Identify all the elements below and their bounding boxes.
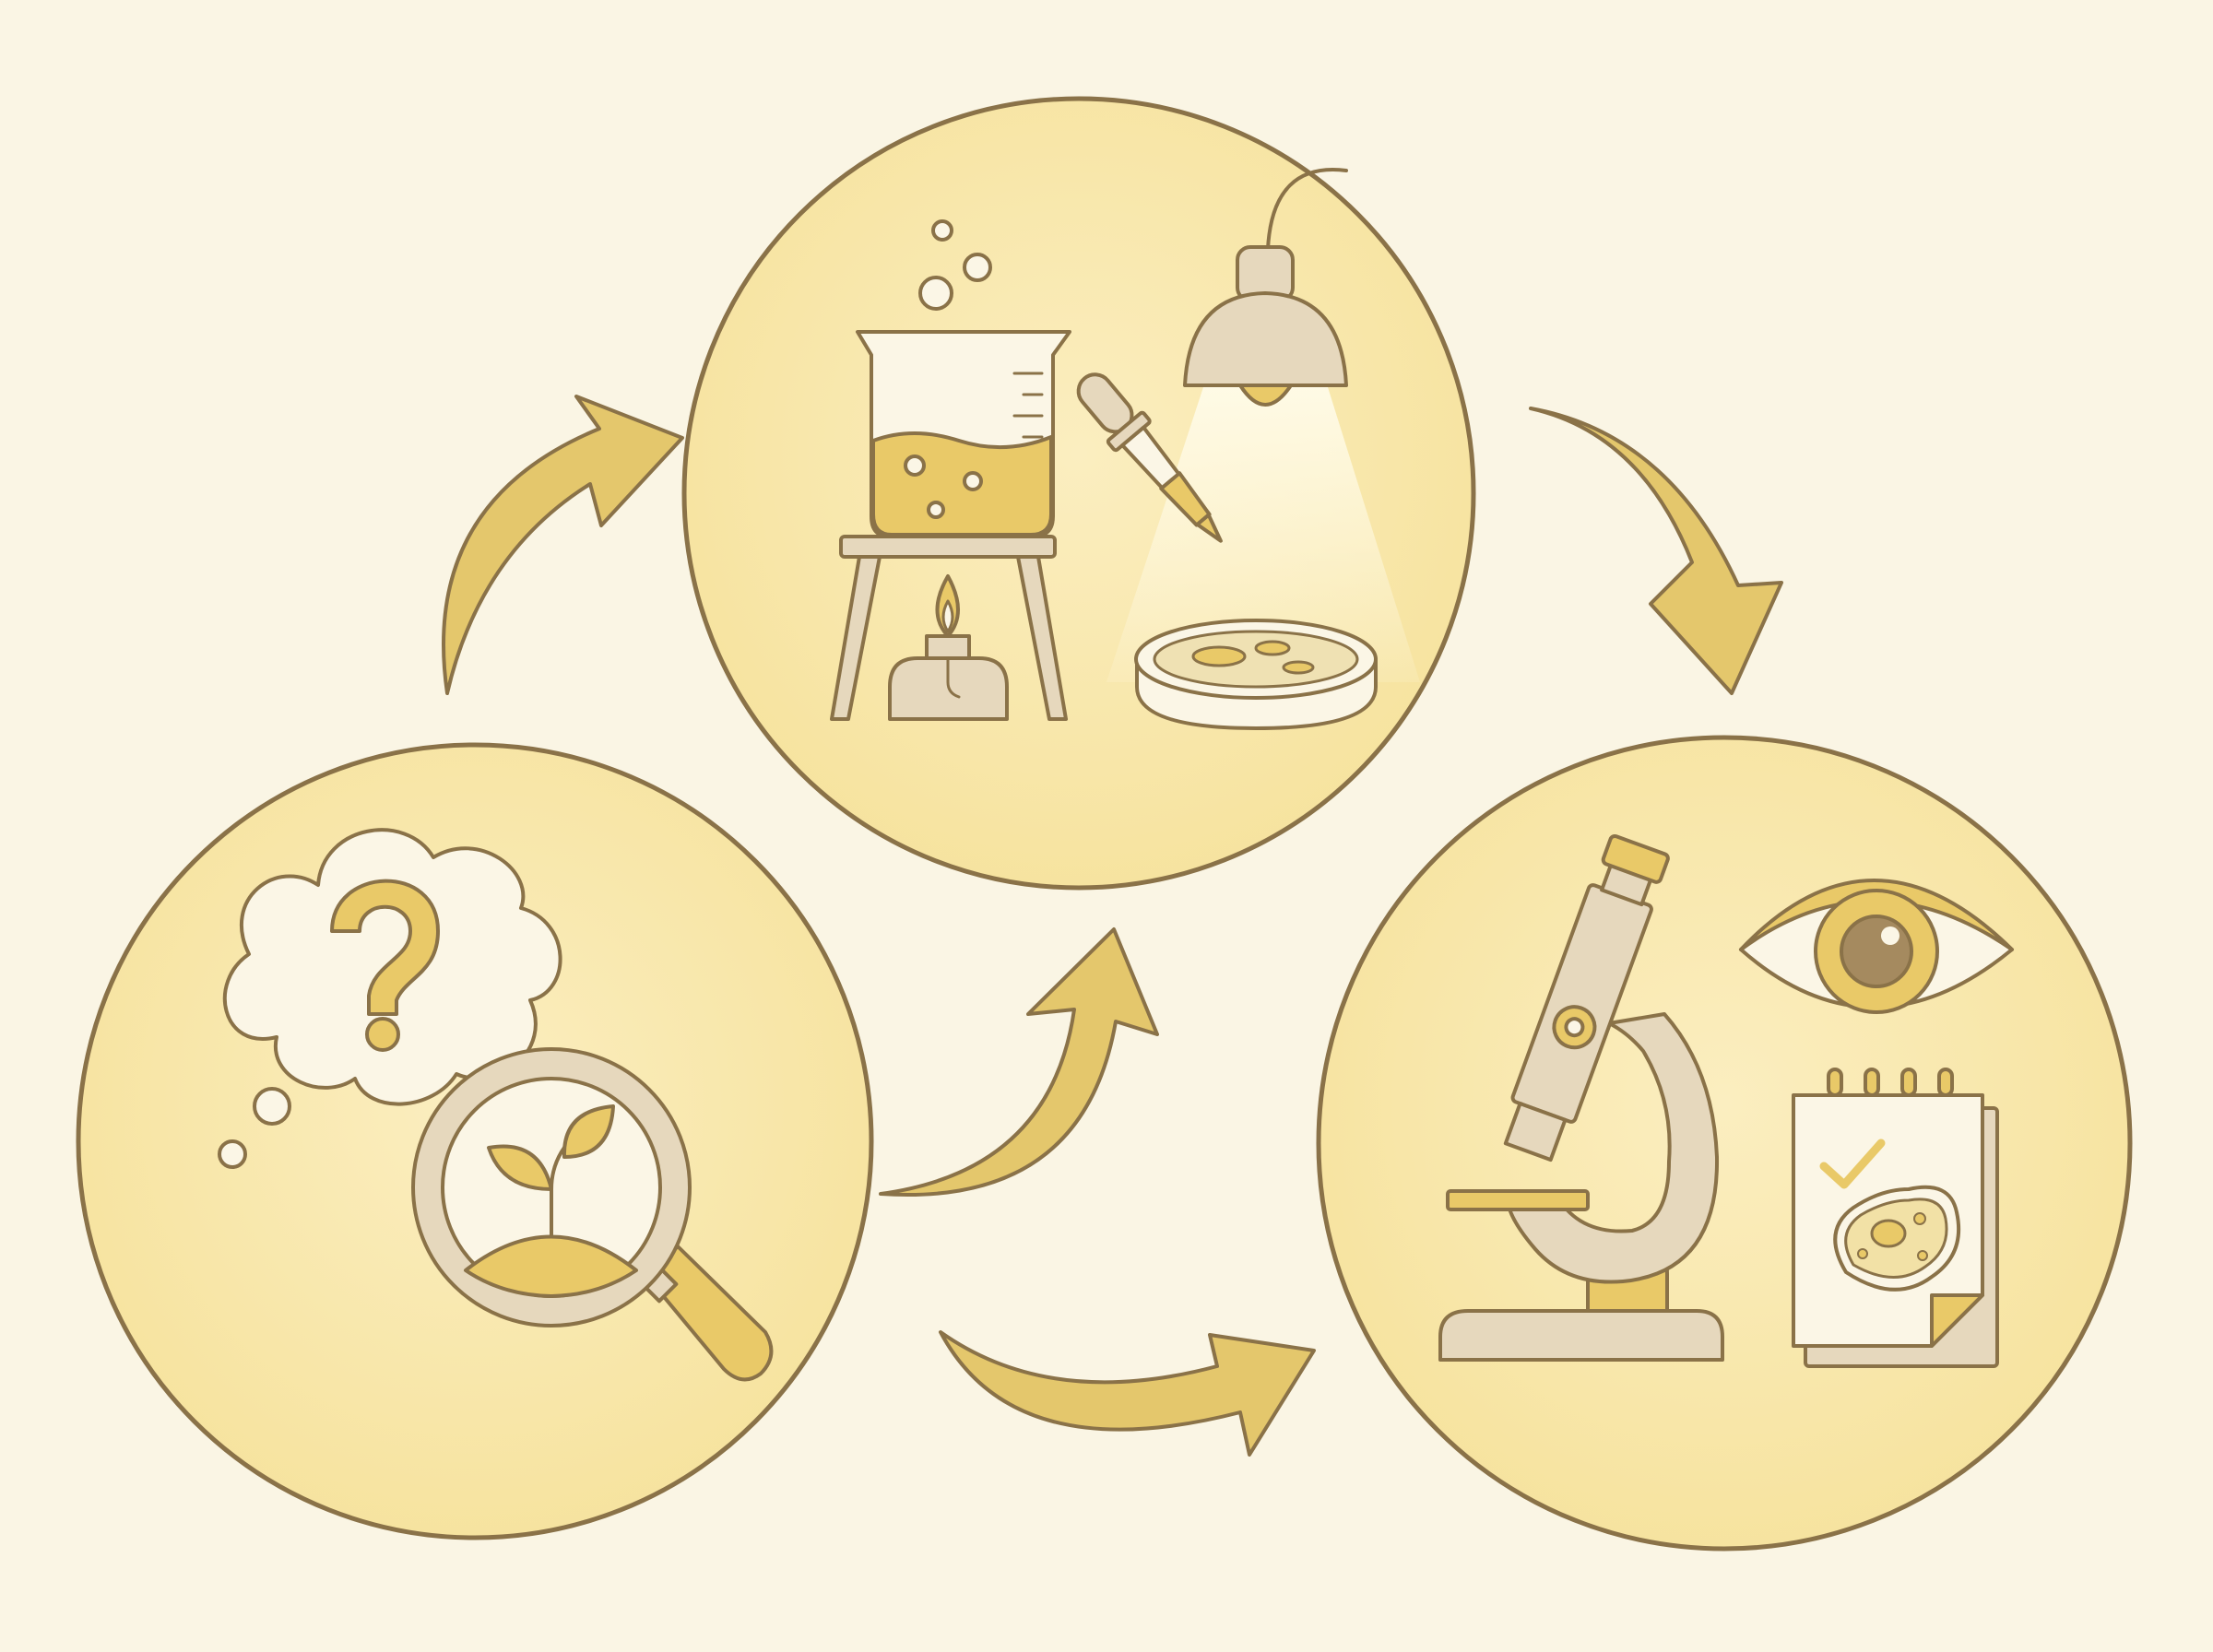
stage-question-icons xyxy=(218,828,774,1382)
petri-dish-icon xyxy=(1134,619,1378,730)
stage-observe-icons xyxy=(1438,833,2014,1368)
arrow-question-to-experiment xyxy=(442,395,684,695)
seedling-icon xyxy=(464,1104,638,1298)
arrow-experiment-to-observe xyxy=(1529,407,1783,695)
question-mark-icon xyxy=(330,879,440,1052)
arrow-question-to-experiment-lower xyxy=(879,927,1159,1197)
lamp-icon xyxy=(1183,168,1348,407)
dropper-icon xyxy=(1076,372,1223,543)
checkmark-icon xyxy=(1819,1139,1886,1189)
cell-icon xyxy=(1833,1185,1961,1292)
eye-icon xyxy=(1739,879,2014,1014)
burner-flame-icon xyxy=(888,574,1009,721)
tripod-stand-icon xyxy=(830,535,1068,721)
stage-experiment-icons xyxy=(830,168,1420,730)
lamp-light-beam xyxy=(1106,387,1420,682)
arrow-question-to-observe xyxy=(939,1330,1316,1457)
beaker-icon xyxy=(856,330,1071,538)
bubbles-icon xyxy=(918,219,992,311)
stage-observe-circle xyxy=(1316,735,2133,1552)
microscope-icon xyxy=(1438,833,1724,1362)
